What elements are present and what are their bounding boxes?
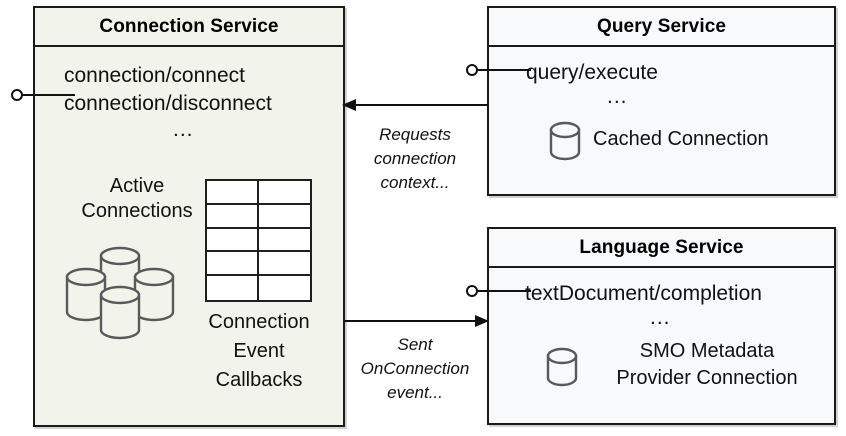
api-query-execute: query/execute [526,61,658,84]
lollipop-stem [22,94,75,96]
connector-label-line3: event... [387,383,443,402]
active-connections-label-line1: Active [109,175,165,197]
table-cell [258,252,310,277]
table-grid-icon [205,179,312,302]
connector-line [345,320,481,322]
table-cell [258,229,310,253]
callbacks-label-line3: Callbacks [215,369,303,391]
component-connection-service[interactable]: Connection Service connection/connect co… [33,6,345,427]
connector-label-line1: Requests [379,125,451,144]
cylinder-stack-icon [55,232,185,347]
table-cell [258,181,310,205]
lollipop-icon-connection-service[interactable] [11,89,75,103]
connector-label-line1: Sent [397,335,433,354]
table-cell [258,205,310,229]
smo-metadata-label-line2: Provider Connection [616,367,798,389]
lollipop-stem [477,69,531,71]
api-connection-disconnect: connection/disconnect [64,92,272,115]
connector-label-line2: OnConnection [360,359,470,378]
cached-connection-label: Cached Connection [593,128,769,150]
connector-line [348,104,488,106]
arrowhead-right-icon [475,315,489,327]
lollipop-icon-query-service[interactable] [466,64,531,78]
language-service-body: textDocument/completion ... SMO Metadata… [489,268,834,425]
language-service-ellipsis: ... [650,306,671,329]
lollipop-icon-language-service[interactable] [466,285,531,299]
table-cell [207,228,259,253]
table-cell [207,276,259,300]
query-service-ellipsis: ... [607,85,628,108]
callbacks-label-line1: Connection [208,311,310,333]
cylinder-icon-smo-metadata [544,345,580,394]
lollipop-stem [477,290,531,292]
active-connections-label-line2: Connections [81,200,193,222]
query-service-body: query/execute ... Cached Connection [489,47,834,196]
table-cell [207,204,259,229]
connector-label-line3: context... [380,173,450,192]
api-textdocument-completion: textDocument/completion [525,282,762,305]
component-query-service[interactable]: Query Service query/execute ... Cached C… [487,6,836,196]
component-language-service[interactable]: Language Service textDocument/completion… [487,227,836,425]
table-cell [207,252,259,277]
api-connection-connect: connection/connect [64,64,245,87]
table-cell [259,276,311,300]
table-cell [207,181,259,205]
connection-service-title: Connection Service [35,8,343,47]
callbacks-label-line2: Event [233,340,285,362]
query-service-title: Query Service [489,8,834,47]
arrowhead-left-icon [342,99,356,111]
language-service-title: Language Service [489,229,834,268]
connector-label-line2: connection [373,149,457,168]
connection-service-body: connection/connect connection/disconnect… [35,47,343,427]
connection-service-ellipsis: ... [173,118,194,141]
smo-metadata-label-line1: SMO Metadata [639,340,775,362]
cylinder-icon-cached-connection [547,119,583,168]
